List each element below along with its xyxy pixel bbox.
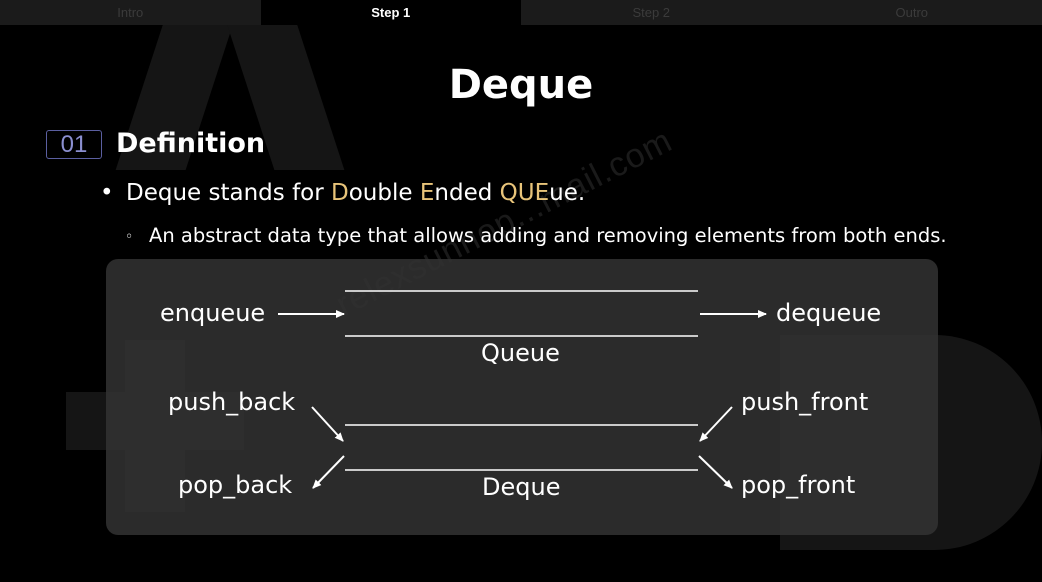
pop-back-arrow — [312, 455, 345, 489]
page-title: Deque — [448, 62, 594, 108]
bullet-text: ue. — [549, 180, 586, 206]
dequeue-label: dequeue — [776, 299, 882, 327]
pop-front-label: pop_front — [741, 471, 856, 499]
push-back-label: push_back — [168, 388, 296, 416]
sub-bullet-dot: ◦ — [125, 228, 134, 245]
highlight-letter: E — [419, 180, 435, 206]
bullet-text: Deque stands for — [126, 180, 332, 206]
enqueue-label: enqueue — [160, 299, 266, 327]
tab-outro[interactable]: Outro — [895, 5, 928, 20]
highlight-letter: QUE — [499, 180, 550, 206]
tab-step-2[interactable]: Step 2 — [632, 5, 671, 20]
pop-back-label: pop_back — [178, 471, 293, 499]
bullet-text: ouble — [348, 180, 420, 206]
bullet-definition: • Deque stands for Double Ended QUEue. — [100, 180, 585, 206]
diagram-lines — [278, 290, 767, 489]
highlight-letter: D — [331, 180, 349, 206]
queue-label: Queue — [481, 339, 560, 367]
push-back-arrow — [311, 406, 344, 442]
deque-label: Deque — [482, 473, 561, 501]
tab-intro[interactable]: Intro — [117, 5, 144, 20]
tab-step-1[interactable]: Step 1 — [260, 0, 521, 25]
bullet-text: nded — [434, 180, 500, 206]
push-front-arrow — [699, 406, 733, 442]
tab-bar: Intro Step 1 Step 2 Outro — [0, 0, 1042, 25]
pop-front-arrow — [698, 455, 733, 489]
section-title: Definition — [116, 128, 266, 159]
sub-bullet-description: ◦ An abstract data type that allows addin… — [125, 224, 947, 247]
diagram-panel: enqueue dequeue Queue push_back pop_back… — [106, 259, 938, 535]
bullet-dot: • — [100, 180, 114, 206]
push-front-label: push_front — [741, 388, 869, 416]
sub-bullet-text: An abstract data type that allows adding… — [149, 224, 947, 247]
section-number-badge: 01 — [46, 130, 102, 159]
